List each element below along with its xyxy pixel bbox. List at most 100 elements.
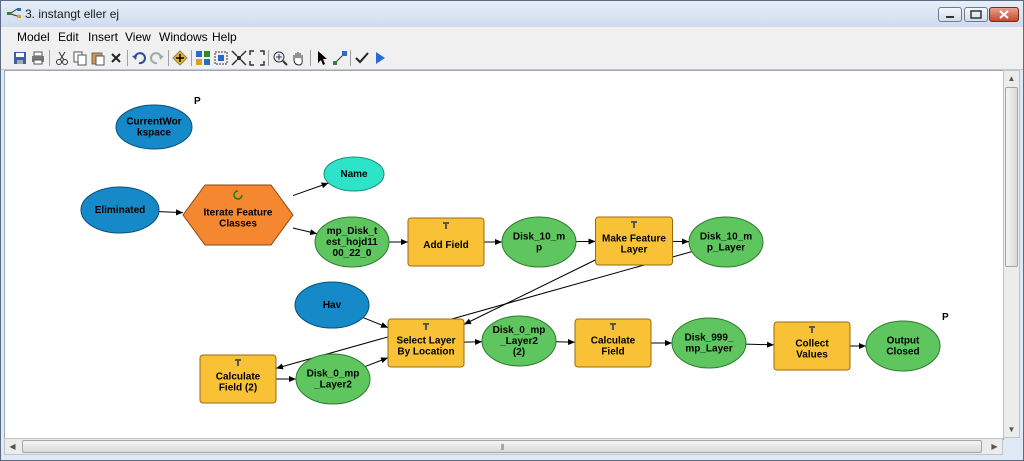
node-eliminated[interactable]: Eliminated	[80, 186, 160, 234]
node-shape-name[interactable]	[323, 156, 385, 192]
node-shape-calculate-field[interactable]	[574, 318, 652, 368]
node-disk-0-mp-layer2[interactable]: Disk_0_mp_Layer2	[295, 353, 371, 405]
vertical-scrollbar[interactable]: ▲ ▼	[1003, 70, 1020, 438]
connector-iterate-feature-classes-to-mp-disk-test[interactable]	[292, 227, 318, 236]
menu-model[interactable]: Model	[17, 30, 50, 44]
grip-icon: ⦀	[501, 443, 505, 452]
node-shape-make-feature-layer[interactable]	[595, 216, 673, 266]
delete-icon[interactable]	[108, 50, 124, 66]
menu-windows[interactable]: Windows	[159, 30, 208, 44]
title-bar[interactable]: 3. instangt eller ej	[1, 1, 1023, 27]
add-data-icon[interactable]	[172, 50, 188, 66]
node-shape-hav[interactable]	[294, 281, 370, 329]
connector-eliminated-to-iterate-feature-classes[interactable]	[158, 209, 184, 216]
connect-icon[interactable]	[332, 50, 348, 66]
node-label-disk-10-mp-line-0: Disk_10_m	[513, 232, 565, 243]
maximize-icon	[970, 10, 982, 19]
close-button[interactable]	[989, 7, 1019, 22]
horizontal-scrollbar[interactable]: ◀ ⦀ ▶	[4, 438, 1003, 455]
paste-icon[interactable]	[90, 50, 106, 66]
node-hav[interactable]: Hav	[294, 281, 370, 329]
auto-layout-icon[interactable]	[195, 50, 211, 66]
minimize-button[interactable]	[938, 7, 962, 22]
node-shape-select-layer-by-location[interactable]	[387, 318, 465, 368]
node-label-name-line-0: Name	[340, 169, 368, 180]
save-icon[interactable]	[12, 50, 28, 66]
connector-iterate-feature-classes-to-name[interactable]	[292, 182, 329, 197]
node-label-iterate-feature-classes-line-1: Classes	[219, 219, 257, 230]
scroll-up-icon[interactable]: ▲	[1007, 74, 1016, 83]
node-disk-999-mp-layer[interactable]: Disk_999_mp_Layer	[671, 317, 747, 369]
menu-insert[interactable]: Insert	[88, 30, 119, 44]
node-label-collect-values-line-1: Values	[796, 350, 828, 361]
node-disk-0-mp-layer2-2[interactable]: Disk_0_mp_Layer2(2)	[481, 315, 557, 367]
full-extent-icon[interactable]	[231, 50, 247, 66]
node-label-current-workspace-line-0: CurrentWor	[126, 117, 181, 128]
pan-icon[interactable]	[290, 50, 306, 66]
menu-edit[interactable]: Edit	[58, 30, 79, 44]
node-shape-iterate-feature-classes[interactable]	[182, 184, 294, 246]
menu-view[interactable]: View	[125, 30, 151, 44]
scroll-right-icon[interactable]: ▶	[991, 442, 998, 451]
menu-bar: Model Edit Insert View Windows Help	[1, 27, 1023, 47]
node-add-field[interactable]: Add Field	[407, 217, 485, 267]
node-label-calculate-field-2-line-1: Field (2)	[219, 383, 257, 394]
vertical-scroll-thumb[interactable]	[1005, 87, 1018, 267]
cut-icon[interactable]	[54, 50, 70, 66]
copy-icon[interactable]	[72, 50, 88, 66]
select-all-icon[interactable]	[213, 50, 229, 66]
node-shape-add-field[interactable]	[407, 217, 485, 267]
zoom-in-icon[interactable]	[272, 50, 288, 66]
maximize-button[interactable]	[964, 7, 988, 22]
undo-icon[interactable]	[131, 50, 147, 66]
node-label-calculate-field-line-1: Field	[601, 347, 624, 358]
node-label-mp-disk-test-line-2: 00_22_0	[333, 248, 372, 259]
node-label-output-closed-line-0: Output	[887, 336, 920, 347]
scroll-down-icon[interactable]: ▼	[1007, 425, 1016, 434]
validate-icon[interactable]	[354, 50, 370, 66]
print-icon[interactable]	[30, 50, 46, 66]
node-shape-current-workspace[interactable]	[115, 104, 193, 150]
menu-help[interactable]: Help	[212, 30, 237, 44]
node-name[interactable]: Name	[323, 156, 385, 192]
scroll-left-icon[interactable]: ◀	[9, 442, 16, 451]
fixed-zoom-icon[interactable]	[249, 50, 265, 66]
node-shape-disk-0-mp-layer2[interactable]	[295, 353, 371, 405]
node-label-eliminated-line-0: Eliminated	[95, 205, 146, 216]
run-icon[interactable]	[372, 50, 388, 66]
node-shape-output-closed[interactable]	[865, 320, 941, 372]
node-shape-disk-10-mp-layer[interactable]	[688, 216, 764, 268]
loop-icon	[233, 190, 243, 200]
connector-disk-10-mp-layer-to-calculate-field-2[interactable]	[275, 251, 692, 370]
node-shape-disk-999-mp-layer[interactable]	[671, 317, 747, 369]
node-shape-disk-0-mp-layer2-2[interactable]	[481, 315, 557, 367]
select-icon[interactable]	[314, 50, 330, 66]
node-shape-disk-10-mp[interactable]	[501, 216, 577, 268]
node-shape-mp-disk-test[interactable]	[314, 216, 390, 268]
node-label-disk-0-mp-layer2-2-line-1: _Layer2	[499, 336, 538, 347]
horizontal-scroll-thumb[interactable]: ⦀	[22, 440, 982, 453]
node-disk-10-mp-layer[interactable]: Disk_10_mp_Layer	[688, 216, 764, 268]
hammer-icon	[631, 221, 637, 228]
node-disk-10-mp[interactable]: Disk_10_mp	[501, 216, 577, 268]
node-shape-calculate-field-2[interactable]	[199, 354, 277, 404]
connector-disk-0-mp-layer2-to-select-layer-by-location[interactable]	[364, 357, 389, 368]
connector-make-feature-layer-to-select-layer-by-location[interactable]	[463, 259, 596, 325]
connector-disk-999-mp-layer-to-collect-values[interactable]	[745, 341, 775, 348]
node-label-disk-0-mp-layer2-line-0: Disk_0_mp	[307, 369, 360, 380]
connector-hav-to-select-layer-by-location[interactable]	[362, 317, 389, 329]
node-shape-collect-values[interactable]	[773, 321, 851, 371]
redo-icon[interactable]	[149, 50, 165, 66]
node-shape-eliminated[interactable]	[80, 186, 160, 234]
